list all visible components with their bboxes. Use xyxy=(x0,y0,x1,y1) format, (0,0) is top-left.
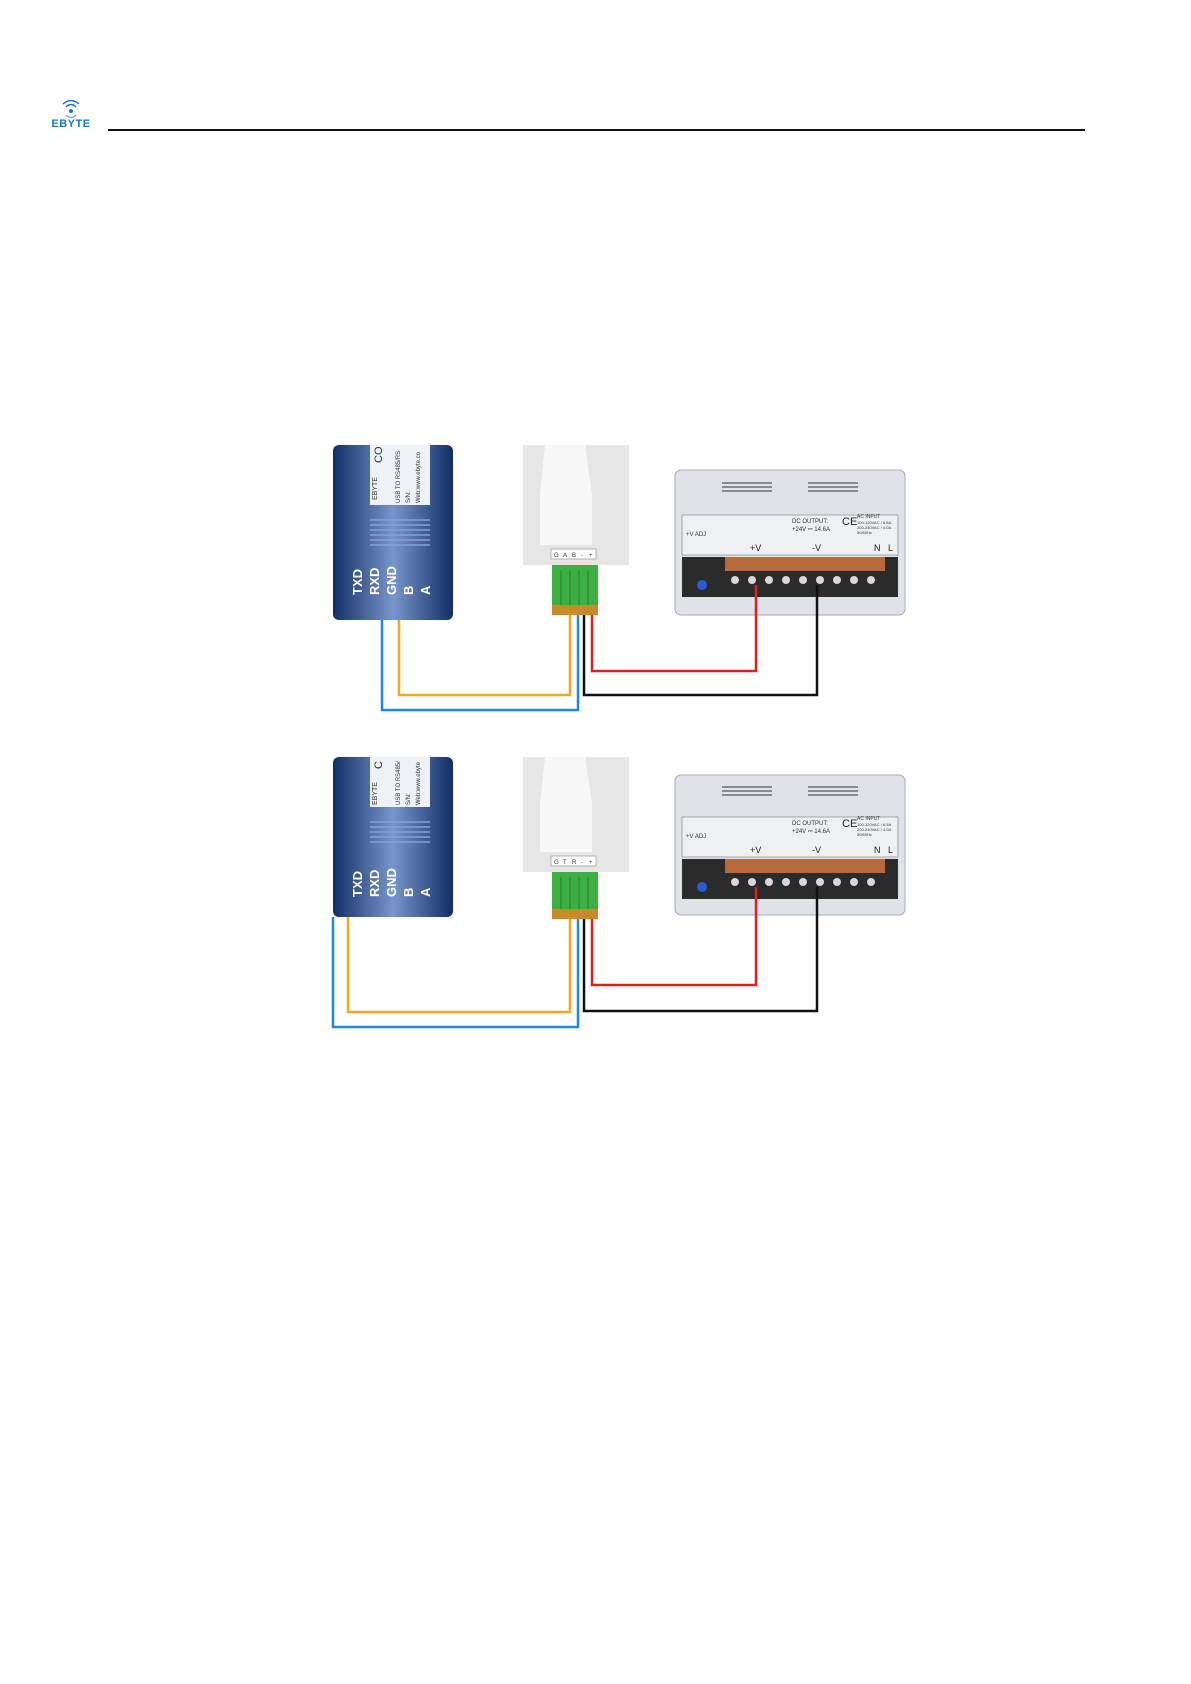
psu-vpos: +V xyxy=(750,845,761,855)
pin-gnd: GND xyxy=(384,566,399,595)
wire-a-blue xyxy=(380,615,580,712)
adapter-partial: C xyxy=(373,761,385,769)
ce-mark-icon: CE xyxy=(842,516,857,528)
pin-rxd: RXD xyxy=(367,870,382,897)
adapter-partial: CO xyxy=(373,446,385,463)
wireless-signal-icon xyxy=(62,99,80,119)
connector-pin-2: T xyxy=(563,860,567,866)
connector-pin-1: G xyxy=(554,860,559,866)
psu-ac-line-1: 100-120VAC / 6.5A xyxy=(857,520,892,525)
adapter-web: Web:www.ebyte xyxy=(416,761,422,805)
rs485-device: G T R - + xyxy=(523,757,629,919)
logo-text: EBYTE xyxy=(51,118,91,130)
wire-txd-blue xyxy=(331,917,580,1029)
usb-rs485-adapter: EBYTE USB TO RS485/RS S/N: Web:www.ebyte… xyxy=(333,445,453,620)
psu-dc-value: +24V ⎓ 14.6A xyxy=(792,527,830,533)
pin-b: B xyxy=(401,888,416,897)
psu-ac-line-3: 50/60Hz xyxy=(857,832,872,837)
psu-n: N xyxy=(874,845,881,855)
wires xyxy=(380,585,819,712)
psu-dc-value: +24V ⎓ 14.6A xyxy=(792,829,830,835)
wire-neg-black xyxy=(582,887,819,1013)
adapter-label: USB TO RS485/ xyxy=(396,761,402,805)
connector-pin-4: - xyxy=(581,553,583,559)
psu-n: N xyxy=(874,543,881,553)
header-rule xyxy=(108,129,1085,131)
pin-gnd: GND xyxy=(384,868,399,897)
wire-rxd-yellow xyxy=(346,917,572,1014)
power-supply: +V ADJ DC OUTPUT: +24V ⎓ 14.6A CE AC INP… xyxy=(674,774,906,916)
pin-txd: TXD xyxy=(350,569,365,595)
wiring-diagram-2: EBYTE USB TO RS485/ S/N: Web:www.ebyte C… xyxy=(330,757,950,1047)
connector-pin-4: - xyxy=(581,860,583,866)
psu-ac-line-1: 100-120VAC / 6.5A xyxy=(857,822,892,827)
connector-pin-3: R xyxy=(572,860,577,866)
pin-b: B xyxy=(401,586,416,595)
psu-l: L xyxy=(888,543,893,553)
psu-l: L xyxy=(888,845,893,855)
usb-rs485-adapter: EBYTE USB TO RS485/ S/N: Web:www.ebyte C… xyxy=(333,757,453,917)
pin-a: A xyxy=(418,887,433,897)
psu-dc-output: DC OUTPUT: xyxy=(792,821,828,827)
wiring-diagram-1: EBYTE USB TO RS485/RS S/N: Web:www.ebyte… xyxy=(330,445,950,735)
psu-adj: +V ADJ xyxy=(686,532,706,538)
ebyte-logo: EBYTE xyxy=(44,99,98,134)
adapter-sn: S/N: xyxy=(406,491,412,503)
psu-ac-input: AC INPUT xyxy=(857,816,880,822)
wire-pos-red xyxy=(590,585,758,673)
wire-neg-black xyxy=(582,585,819,697)
wires xyxy=(331,887,819,1029)
adapter-logo: EBYTE xyxy=(372,782,379,805)
connector-pin-5: + xyxy=(589,860,593,866)
ce-mark-icon: CE xyxy=(842,818,857,830)
pin-txd: TXD xyxy=(350,871,365,897)
psu-ac-line-2: 200-240VAC / 4.0A xyxy=(857,525,892,530)
wire-pos-red xyxy=(590,887,758,987)
psu-ac-line-3: 50/60Hz xyxy=(857,530,872,535)
adapter-logo: EBYTE xyxy=(372,477,379,500)
rs485-device: G A B - + xyxy=(523,445,629,615)
adapter-label: USB TO RS485/RS xyxy=(396,451,402,503)
power-supply: +V ADJ DC OUTPUT: +24V ⎓ 14.6A CE AC INP… xyxy=(674,469,906,616)
adapter-sn: S/N: xyxy=(406,793,412,805)
psu-vneg: -V xyxy=(812,845,821,855)
psu-dc-output: DC OUTPUT: xyxy=(792,519,828,525)
psu-vneg: -V xyxy=(812,543,821,553)
connector-pin-5: + xyxy=(589,553,593,559)
wire-b-yellow xyxy=(397,615,572,697)
connector-pin-2: A xyxy=(563,553,567,559)
adapter-web: Web:www.ebyte.co xyxy=(416,451,422,503)
psu-vpos: +V xyxy=(750,543,761,553)
pin-rxd: RXD xyxy=(367,568,382,595)
psu-adj: +V ADJ xyxy=(686,834,706,840)
psu-ac-input: AC INPUT xyxy=(857,514,880,520)
psu-ac-line-2: 200-240VAC / 4.0A xyxy=(857,827,892,832)
connector-pin-1: G xyxy=(554,553,559,559)
pin-a: A xyxy=(418,585,433,595)
connector-pin-3: B xyxy=(572,553,576,559)
